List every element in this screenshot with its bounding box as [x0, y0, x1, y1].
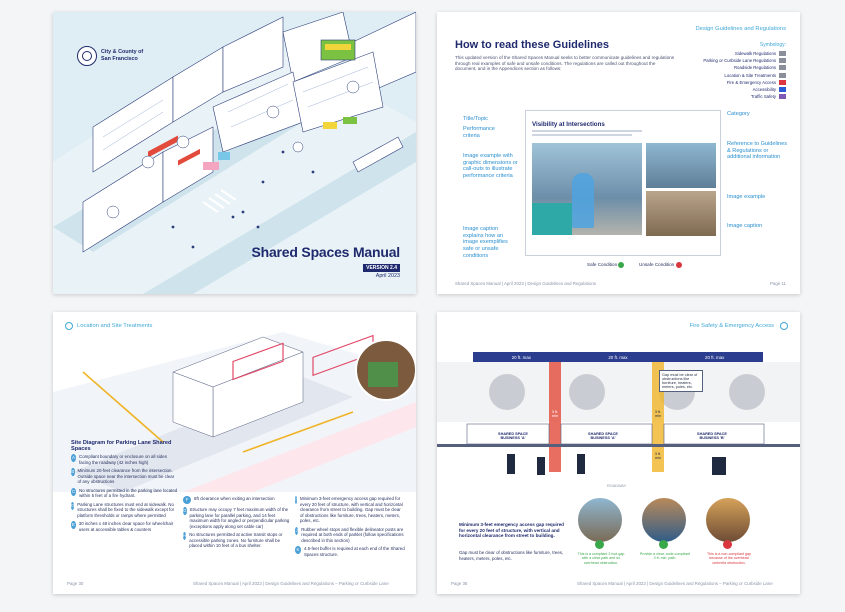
sample-photo-top	[646, 143, 716, 188]
gap-label: 3 ft. min	[654, 452, 662, 460]
sample-page: Visibility at Intersections	[525, 110, 721, 256]
cover-date: April 2023	[375, 273, 400, 279]
sample-photo-bottom	[646, 191, 716, 236]
note-box: Gap must be clear of obstructions like f…	[659, 370, 703, 392]
gap-label: 3 ft. min	[551, 410, 559, 418]
caption-note: Gap must be clear of obstructions like f…	[459, 550, 564, 561]
check-icon	[659, 540, 668, 549]
page-footer: Shared Spaces Manual | April 2023 | Desi…	[577, 581, 773, 586]
page-title: How to read these Guidelines	[455, 39, 610, 51]
check-icon	[595, 540, 604, 549]
org-line-1: City & County of	[101, 49, 144, 55]
callout-category: Category	[727, 111, 750, 117]
callout-image-example-right: Image example	[727, 194, 766, 200]
legend-item: Location & Site Treatments	[646, 72, 786, 79]
org-line-2: San Francisco	[101, 55, 138, 62]
callout-image-example: Image example with graphic dimensions or…	[463, 153, 518, 180]
legend-item: Accessibility	[646, 86, 786, 93]
sample-photo-main	[532, 143, 642, 235]
cover-title: Shared Spaces Manual	[251, 244, 400, 260]
page-header: Location and Site Treatments	[77, 323, 153, 329]
symbology-title: Symbology:	[759, 42, 786, 48]
photo-caption: Provide a clear, code-compliant 3 ft. mi…	[639, 552, 691, 561]
fire-safety-page: Fire Safety & Emergency Access 20 ft. ma…	[437, 312, 800, 594]
safe-condition-label: Safe Condition	[587, 262, 625, 268]
caption-title: Minimum 3-feet emergency access gap requ…	[459, 522, 564, 539]
sample-title: Visibility at Intersections	[532, 121, 605, 128]
roadway-label: ROADWAY	[607, 484, 627, 488]
legend-item: Roadside Regulations	[646, 64, 786, 71]
photo-caption: This is a compliant 3 foot gap with a cl…	[577, 552, 625, 565]
photo-noncompliant	[705, 497, 751, 543]
legend-item: Sidewalk Regulations	[646, 50, 786, 57]
legend-item: Fire & Emergency Access	[646, 79, 786, 86]
photo-compliant-2	[641, 497, 687, 543]
cover-page: City & County of San Francisco Shared Sp…	[53, 12, 416, 294]
business-label: SHARED SPACE BUSINESS 'A'	[588, 432, 618, 440]
diagram-title: Site Diagram for Parking Lane Shared Spa…	[71, 440, 172, 452]
x-icon	[723, 540, 732, 549]
callout-image-caption: Image caption explains how an image exem…	[463, 226, 508, 259]
x-icon	[675, 262, 682, 268]
page-footer: Shared Spaces Manual | April 2023 | Desi…	[455, 281, 596, 286]
photo-compliant-1	[577, 497, 623, 543]
page-header: Fire Safety & Emergency Access	[689, 323, 774, 329]
location-site-page: Location and Site Treatments Site Diagra…	[53, 312, 416, 594]
page-header: Design Guidelines and Regulations	[695, 26, 786, 32]
section-icon	[65, 322, 73, 330]
page-number: Page 30	[67, 581, 84, 586]
section-elevation	[437, 362, 800, 475]
business-label: SHARED SPACE BUSINESS 'A'	[498, 432, 528, 440]
callout-performance-criteria: Performance criteria	[463, 126, 496, 139]
photo-caption: This is a non-compliant gap because of t…	[707, 552, 751, 565]
intro-text: This updated version of the Shared Space…	[455, 55, 675, 72]
callout-reference: Reference to Guidelines & Regulations or…	[727, 141, 788, 161]
unsafe-condition-label: Unsafe Condition	[639, 262, 682, 268]
business-label: SHARED SPACE BUSINESS 'B'	[697, 432, 727, 440]
org-name: City & County of San Francisco	[101, 49, 143, 63]
legend-item: Traffic Safety	[646, 93, 786, 100]
page-footer: Shared Spaces Manual | April 2023 | Desi…	[193, 581, 389, 586]
city-seal-icon	[77, 46, 97, 66]
site-diagram	[53, 332, 416, 492]
callout-image-caption-right: Image caption	[727, 223, 763, 229]
symbology-legend: Symbology: Sidewalk Regulations Parking …	[646, 42, 786, 100]
gap-label: 3 ft. min	[654, 410, 662, 418]
how-to-read-page: Design Guidelines and Regulations How to…	[437, 12, 800, 294]
section-icon	[780, 322, 788, 330]
callout-title-topic: Title/Topic	[463, 116, 488, 122]
version-badge: VERSION 2.4	[363, 264, 400, 272]
check-icon	[618, 262, 625, 268]
cover-city-illustration	[53, 12, 416, 294]
page-number: Page 11	[769, 281, 786, 286]
page-number: Page 36	[451, 581, 468, 586]
legend-item: Parking or Curbside Lane Regulations	[646, 57, 786, 64]
